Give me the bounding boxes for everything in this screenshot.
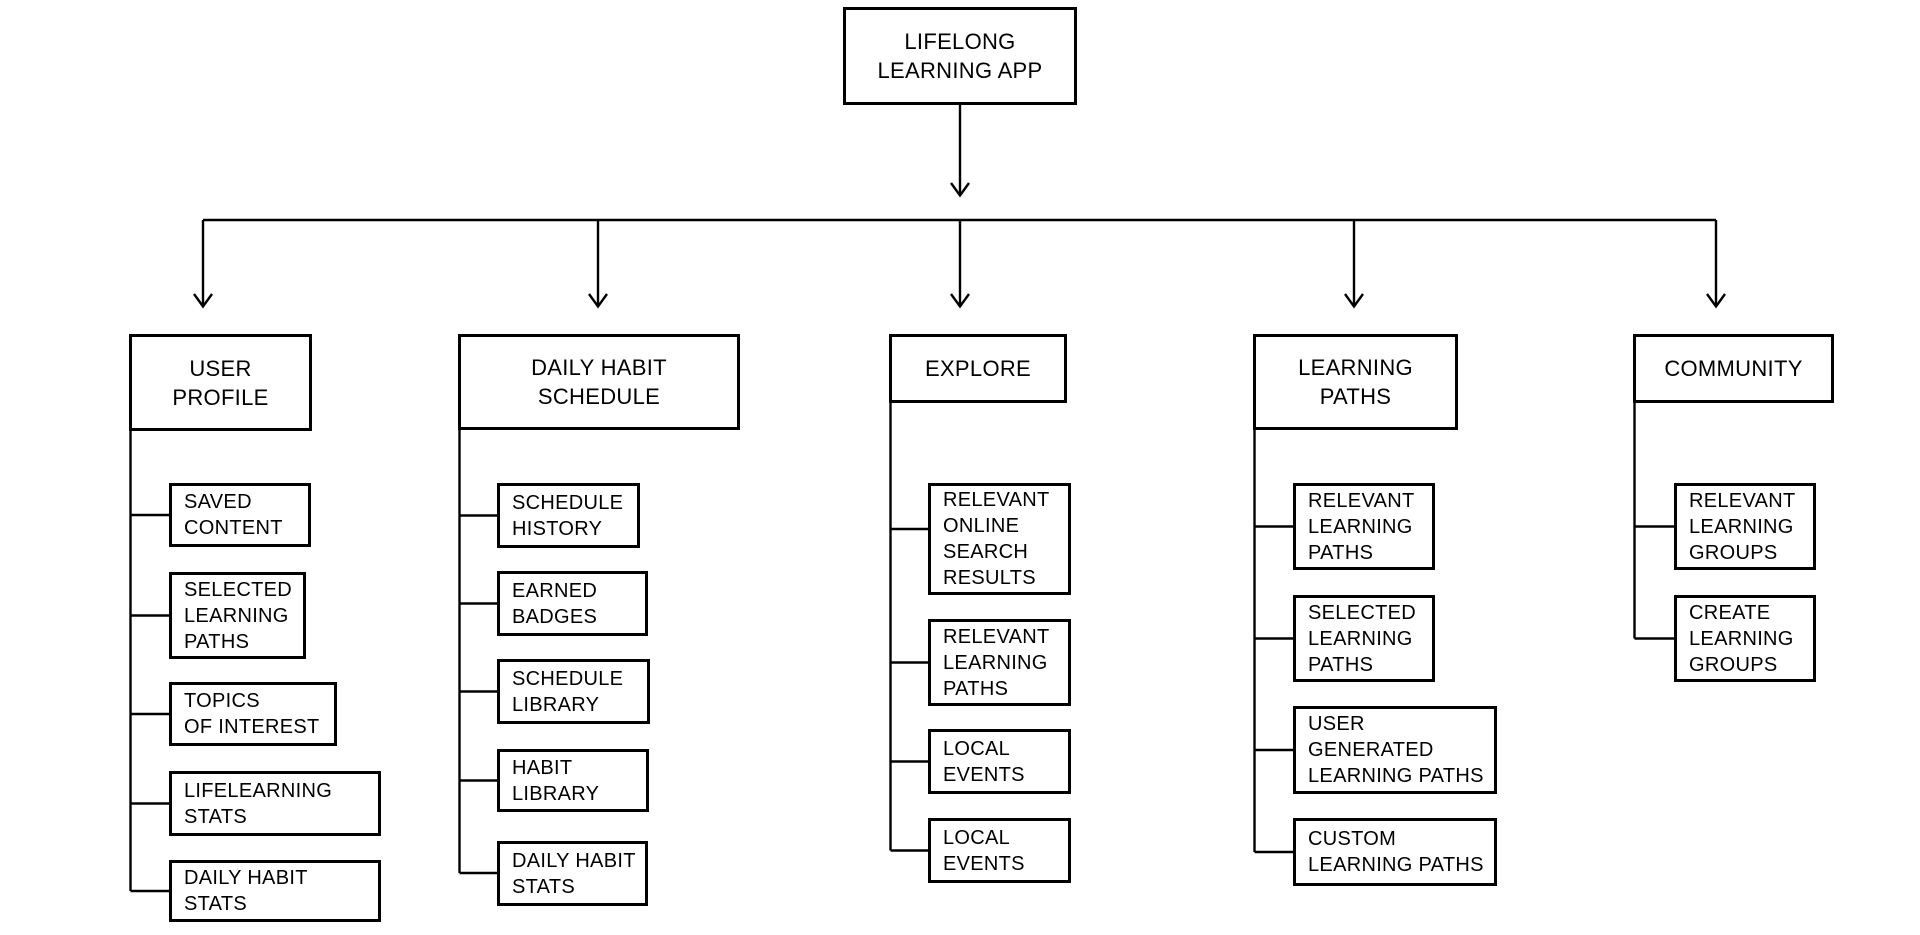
- node-explore: EXPLORE: [889, 334, 1067, 403]
- node-daily-habit-stats-2-label: DAILY HABIT STATS: [512, 849, 636, 898]
- connector-tree-community: [1633, 403, 1677, 640]
- node-relevant-learning-groups: RELEVANT LEARNING GROUPS: [1674, 483, 1816, 570]
- node-learning-paths-label: LEARNING PATHS: [1298, 355, 1413, 409]
- node-daily-habit-stats-label: DAILY HABIT STATS: [184, 867, 308, 915]
- node-lifelong-learning-app-label: LIFELONG LEARNING APP: [877, 29, 1043, 83]
- node-earned-badges: EARNED BADGES: [497, 571, 648, 636]
- node-topics-of-interest: TOPICS OF INTEREST: [169, 682, 337, 746]
- node-create-learning-groups-label: CREATE LEARNING GROUPS: [1689, 601, 1794, 676]
- node-schedule-library-label: SCHEDULE LIBRARY: [512, 667, 624, 716]
- connector-root-arrow: [950, 105, 970, 198]
- node-local-events-1: LOCAL EVENTS: [928, 729, 1071, 794]
- node-earned-badges-label: EARNED BADGES: [512, 579, 598, 628]
- node-daily-habit-schedule: DAILY HABIT SCHEDULE: [458, 334, 740, 430]
- node-saved-content: SAVED CONTENT: [169, 483, 311, 547]
- connector-arrow-community: [1706, 220, 1726, 309]
- connector-tree-explore: [889, 403, 931, 852]
- node-relevant-learning-paths-2-label: RELEVANT LEARNING PATHS: [1308, 489, 1415, 564]
- node-daily-habit-stats-2: DAILY HABIT STATS: [497, 841, 648, 906]
- node-relevant-learning-paths-label: RELEVANT LEARNING PATHS: [943, 625, 1050, 700]
- node-community: COMMUNITY: [1633, 334, 1834, 403]
- node-local-events-2: LOCAL EVENTS: [928, 818, 1071, 883]
- node-daily-habit-stats: DAILY HABIT STATS: [169, 860, 381, 922]
- node-schedule-library: SCHEDULE LIBRARY: [497, 659, 650, 724]
- node-community-label: COMMUNITY: [1664, 356, 1803, 381]
- node-selected-learning-paths: SELECTED LEARNING PATHS: [169, 572, 306, 659]
- node-create-learning-groups: CREATE LEARNING GROUPS: [1674, 595, 1816, 682]
- node-habit-library: HABIT LIBRARY: [497, 749, 649, 812]
- node-custom-learning-paths: CUSTOM LEARNING PATHS: [1293, 818, 1497, 886]
- node-learning-paths: LEARNING PATHS: [1253, 334, 1458, 430]
- node-relevant-learning-groups-label: RELEVANT LEARNING GROUPS: [1689, 489, 1796, 564]
- node-relevant-learning-paths: RELEVANT LEARNING PATHS: [928, 619, 1071, 706]
- connector-tree-learning-paths: [1253, 430, 1296, 854]
- node-user-generated-learning-paths-label: USER GENERATED LEARNING PATHS: [1308, 713, 1484, 787]
- node-schedule-history: SCHEDULE HISTORY: [497, 483, 640, 548]
- node-schedule-history-label: SCHEDULE HISTORY: [512, 491, 624, 540]
- node-user-profile-label: USER PROFILE: [172, 355, 269, 410]
- connector-arrow-learning-paths: [1344, 220, 1364, 309]
- connector-arrow-explore: [950, 220, 970, 309]
- node-lifelearning-stats: LIFELEARNING STATS: [169, 771, 381, 836]
- node-local-events-1-label: LOCAL EVENTS: [943, 737, 1025, 786]
- node-custom-learning-paths-label: CUSTOM LEARNING PATHS: [1308, 828, 1484, 876]
- node-daily-habit-schedule-label: DAILY HABIT SCHEDULE: [531, 355, 667, 409]
- node-user-generated-learning-paths: USER GENERATED LEARNING PATHS: [1293, 706, 1497, 794]
- connector-tree-daily-habit-schedule: [458, 430, 500, 875]
- connector-arrow-user-profile: [193, 220, 213, 309]
- node-relevant-online-search-results: RELEVANT ONLINE SEARCH RESULTS: [928, 483, 1071, 595]
- node-user-profile: USER PROFILE: [129, 334, 312, 431]
- connector-arrow-daily-habit-schedule: [588, 220, 608, 309]
- node-topics-of-interest-label: TOPICS OF INTEREST: [184, 690, 320, 738]
- node-explore-label: EXPLORE: [924, 356, 1032, 381]
- node-lifelearning-stats-label: LIFELEARNING STATS: [184, 779, 333, 828]
- node-habit-library-label: HABIT LIBRARY: [512, 756, 600, 805]
- node-selected-learning-paths-label: SELECTED LEARNING PATHS: [184, 578, 292, 653]
- node-relevant-online-search-results-label: RELEVANT ONLINE SEARCH RESULTS: [943, 489, 1050, 589]
- node-selected-learning-paths-2: SELECTED LEARNING PATHS: [1293, 595, 1435, 682]
- node-selected-learning-paths-2-label: SELECTED LEARNING PATHS: [1308, 601, 1416, 676]
- node-local-events-2-label: LOCAL EVENTS: [943, 826, 1025, 875]
- connector-tree-user-profile: [129, 431, 172, 893]
- node-saved-content-label: SAVED CONTENT: [184, 491, 283, 539]
- node-relevant-learning-paths-2: RELEVANT LEARNING PATHS: [1293, 483, 1435, 570]
- node-lifelong-learning-app: LIFELONG LEARNING APP: [843, 7, 1077, 105]
